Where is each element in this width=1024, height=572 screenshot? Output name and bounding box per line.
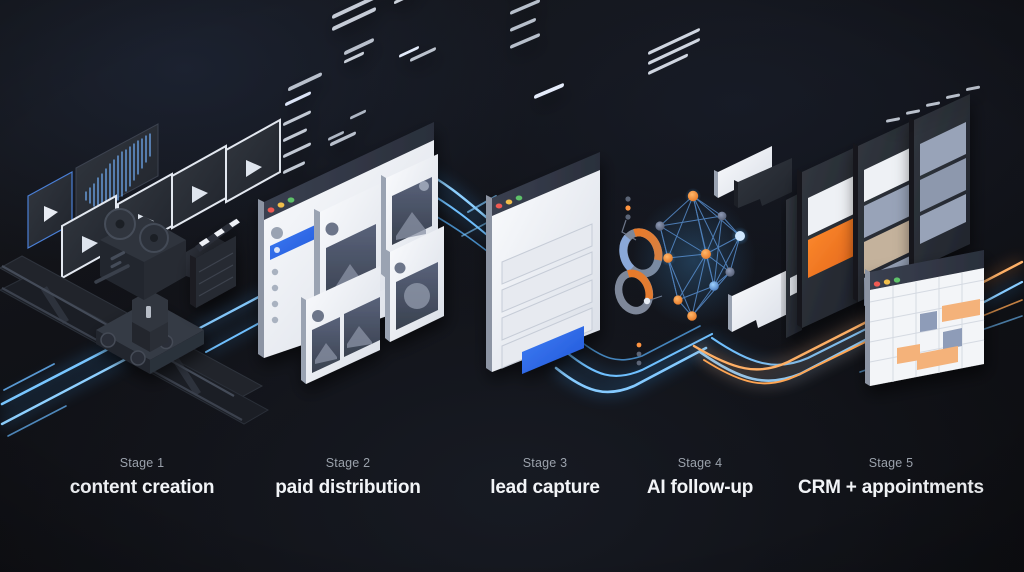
stage-title: AI follow-up <box>646 477 754 498</box>
stage-eyebrow: Stage 4 <box>677 456 723 470</box>
stage-eyebrow: Stage 5 <box>868 456 914 470</box>
clapperboard <box>190 218 240 308</box>
stage-3-graphic <box>486 0 600 374</box>
stage-title: content creation <box>69 477 215 498</box>
stage-eyebrow: Stage 1 <box>119 456 165 470</box>
stage-label-1: Stage 1 content creation <box>42 455 242 501</box>
stage-labels: Stage 1 content creation Stage 2 paid di… <box>0 455 1024 525</box>
stage-title: lead capture <box>490 477 600 498</box>
stage-label-5: Stage 5 CRM + appointments <box>776 455 1006 501</box>
kanban-card[interactable] <box>808 0 854 236</box>
stage-eyebrow: Stage 3 <box>522 456 568 470</box>
video-card[interactable] <box>171 144 227 230</box>
stage-eyebrow: Stage 2 <box>325 456 371 470</box>
kanban-card[interactable] <box>864 0 910 202</box>
flow-line-left <box>0 340 131 437</box>
stage-label-3: Stage 3 lead capture <box>458 455 632 501</box>
lead-form-window[interactable] <box>486 0 600 374</box>
kanban-card[interactable] <box>920 0 966 176</box>
kanban-column[interactable] <box>909 0 970 270</box>
stage-label-2: Stage 2 paid distribution <box>243 455 453 501</box>
kanban-column[interactable] <box>853 0 914 306</box>
stage-2-graphic <box>258 0 444 384</box>
stage-title: paid distribution <box>275 477 421 498</box>
appointment-block[interactable] <box>920 311 937 332</box>
stage-label-4: Stage 4 AI follow-up <box>617 455 783 501</box>
kanban-column[interactable] <box>797 0 858 328</box>
stage-title: CRM + appointments <box>798 477 984 498</box>
stage-5-graphic <box>786 0 985 386</box>
video-card[interactable] <box>225 118 281 204</box>
stage-4-graphic <box>614 28 792 366</box>
